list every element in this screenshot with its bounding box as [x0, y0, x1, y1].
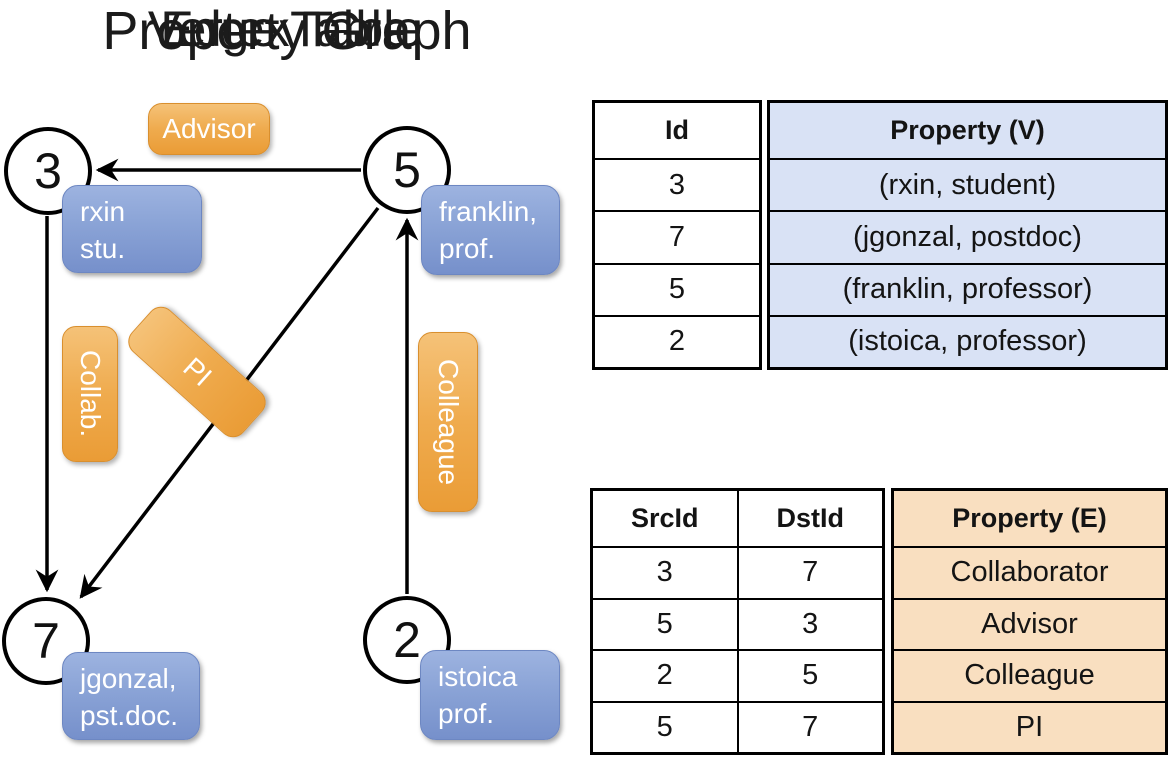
- vertex-table-id-column: Id 3 7 5 2: [592, 100, 762, 370]
- vertex-property-box-jgonzal: jgonzal, pst.doc.: [62, 652, 200, 740]
- table-cell: 7: [595, 210, 759, 262]
- table-cell: 3: [736, 599, 883, 649]
- vertex-property-line: franklin,: [439, 196, 538, 227]
- table-cell: 5: [656, 607, 673, 640]
- edge-table-title: Edge Table: [160, 1, 410, 57]
- table-cell: 5: [595, 262, 759, 315]
- edge-table-header-property: Property (E): [952, 503, 1107, 533]
- edge-table-property-column: Property (E) Collaborator Advisor Collea…: [891, 488, 1168, 755]
- property-graph-title: Property Graph: [102, 1, 472, 61]
- table-cell: 3: [656, 556, 673, 589]
- vertex-property-line: prof.: [438, 698, 495, 729]
- table-cell: 3: [595, 158, 759, 210]
- table-cell: 5: [736, 651, 883, 701]
- edge-table-id-columns: SrcId DstId 3 7 5 3 2 5 5 7: [590, 488, 885, 755]
- table-cell: (rxin, student): [770, 158, 1165, 210]
- vertex-property-line: istoica: [438, 661, 518, 692]
- edge-table-header-dstid: DstId: [736, 491, 883, 546]
- edge-label-advisor: Advisor: [148, 103, 270, 155]
- table-cell: PI: [894, 700, 1165, 753]
- table-cell: Colleague: [894, 649, 1165, 701]
- table-cell: 2: [595, 314, 759, 367]
- vertex-property-box-franklin: franklin, prof.: [421, 185, 560, 275]
- table-row: 2 5: [593, 649, 882, 701]
- vertex-table-header-id: Id: [665, 115, 689, 145]
- table-row: 5 3: [593, 597, 883, 649]
- vertex-table-title: Vertex Table: [147, 1, 423, 57]
- vertex-table-header-property: Property (V): [890, 115, 1045, 145]
- edge-label-colleague: Colleague: [418, 332, 478, 512]
- vertex-property-line: pst.doc.: [80, 700, 179, 731]
- table-cell: Advisor: [894, 597, 1165, 650]
- table-cell: (franklin, professor): [770, 262, 1165, 315]
- table-row: 5 7: [593, 700, 883, 752]
- vertex-property-line: jgonzal,: [80, 663, 177, 694]
- table-cell: 7: [736, 702, 883, 752]
- vertex-property-box-rxin: rxin stu.: [62, 185, 202, 273]
- edge-table-header-row: SrcId DstId: [593, 491, 882, 546]
- graph-node-3: 3: [4, 127, 92, 215]
- table-cell: Collaborator: [894, 546, 1165, 598]
- vertex-property-line: stu.: [80, 233, 126, 264]
- table-cell: 5: [656, 710, 673, 743]
- table-row: 3 7: [593, 546, 882, 598]
- table-cell: (istoica, professor): [770, 314, 1165, 367]
- vertex-property-box-istoica: istoica prof.: [420, 650, 560, 740]
- edge-label-collab: Collab.: [62, 326, 118, 462]
- table-cell: 2: [656, 659, 673, 692]
- table-cell: 7: [736, 548, 883, 598]
- vertex-property-line: rxin: [80, 196, 126, 227]
- vertex-table-property-column: Property (V) (rxin, student) (jgonzal, p…: [767, 100, 1168, 370]
- edge-table-header-srcid: SrcId: [630, 503, 699, 533]
- vertex-property-line: prof.: [439, 233, 496, 264]
- table-cell: (jgonzal, postdoc): [770, 210, 1165, 262]
